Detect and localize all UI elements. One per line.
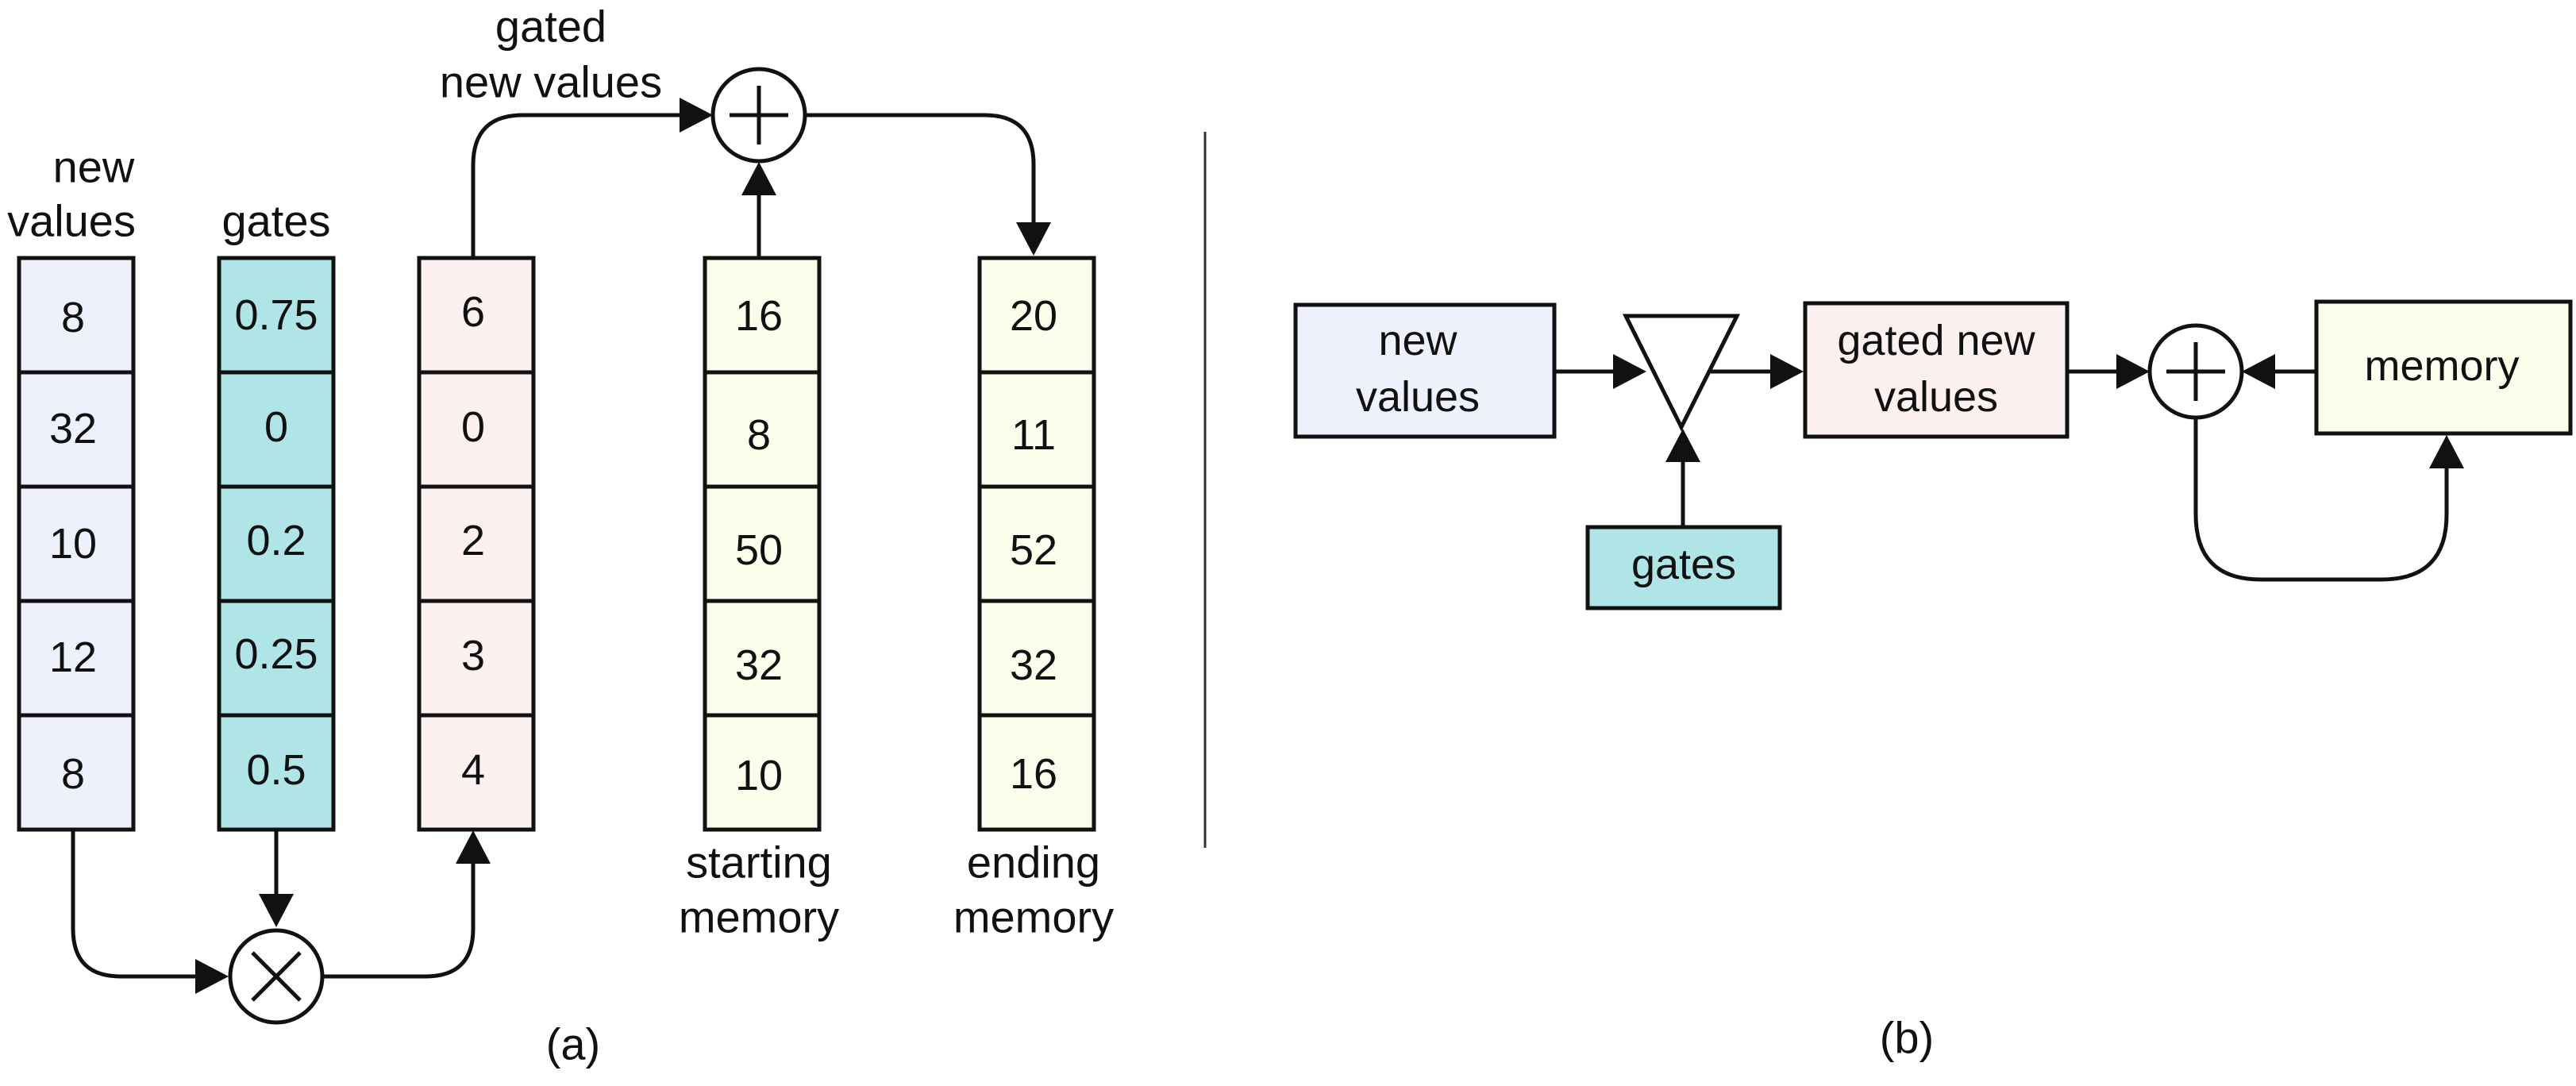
- arrowhead: [1613, 354, 1646, 389]
- starting-memory-cell: [703, 484, 822, 603]
- panel-b: new values gates gated new values: [1293, 299, 2573, 1063]
- ending-memory-cell: [977, 484, 1096, 603]
- new-values-value: 12: [49, 634, 97, 681]
- arrowhead: [195, 959, 229, 994]
- new-values-value: 32: [49, 405, 97, 452]
- caption-a: (a): [546, 1019, 600, 1069]
- ending-memory-value: 32: [1010, 641, 1057, 689]
- ending-memory-value: 16: [1010, 750, 1057, 798]
- new-values-value: 8: [61, 750, 85, 798]
- gated-value: 4: [461, 746, 485, 794]
- new-values-title-line1: new: [53, 142, 135, 192]
- new-values-box-line1: new: [1378, 317, 1457, 364]
- starting-memory-value: 10: [735, 752, 783, 799]
- caption-b: (b): [1880, 1013, 1934, 1063]
- ending-memory-column: 20 11 52 32 16: [977, 256, 1096, 832]
- gates-value: 0: [264, 403, 288, 451]
- gated-box-line1: gated new: [1837, 317, 2035, 364]
- gated-new-values-column: 6 0 2 3 4: [417, 256, 536, 832]
- starting-memory-value: 50: [735, 526, 783, 574]
- panel-a: new values gates gated new values 8 32 1…: [7, 2, 1114, 1069]
- ending-memory-cell: [977, 713, 1096, 832]
- arrowhead: [259, 894, 294, 927]
- arrowhead: [2116, 354, 2150, 389]
- ending-memory-cell: [977, 370, 1096, 489]
- gates-cell: [217, 256, 336, 375]
- starting-memory-value: 32: [735, 641, 783, 689]
- arrowhead: [741, 162, 776, 195]
- starting-memory-value: 8: [747, 411, 771, 459]
- connector-add-to-ending-memory: [805, 113, 1036, 224]
- add-icon: [2147, 323, 2244, 420]
- arrowhead: [680, 98, 713, 133]
- starting-memory-column: 16 8 50 32 10: [703, 256, 822, 832]
- new-values-cell: [17, 599, 136, 718]
- arrowhead: [1016, 222, 1051, 256]
- gates-value: 0.75: [234, 291, 318, 339]
- gates-value: 0.5: [246, 746, 306, 794]
- gates-value: 0.2: [246, 517, 306, 564]
- gated-value: 0: [461, 403, 485, 451]
- multiply-icon: [228, 928, 325, 1025]
- ending-memory-value: 20: [1010, 292, 1057, 340]
- gates-cell: [217, 484, 336, 603]
- new-values-cell: [17, 256, 136, 375]
- gates-cell: [217, 713, 336, 832]
- gate-triangle-icon: [1622, 314, 1741, 432]
- starting-memory-label-line2: memory: [679, 892, 839, 942]
- starting-memory-cell: [703, 599, 822, 718]
- new-values-column: 8 32 10 12 8: [17, 256, 136, 832]
- connector-new-values-to-multiply: [71, 830, 197, 979]
- gated-new-values-box: [1803, 301, 2070, 439]
- gates-title: gates: [222, 196, 331, 246]
- gates-column: 0.75 0 0.2 0.25 0.5: [217, 256, 336, 832]
- starting-memory-cell: [703, 370, 822, 489]
- gated-cell: [417, 370, 536, 489]
- starting-memory-label-line1: starting: [686, 838, 832, 888]
- gated-value: 6: [461, 288, 485, 336]
- gated-cell: [417, 713, 536, 832]
- memory-box: [2314, 299, 2573, 436]
- new-values-box: [1293, 302, 1557, 439]
- new-values-box-line2: values: [1356, 373, 1480, 421]
- ending-memory-label-line2: memory: [953, 892, 1114, 942]
- add-icon: [710, 67, 807, 164]
- arrowhead: [2429, 435, 2464, 468]
- ending-memory-label-line1: ending: [967, 838, 1100, 888]
- gated-value: 2: [461, 517, 485, 564]
- arrowhead: [1770, 354, 1804, 389]
- starting-memory-value: 16: [735, 292, 783, 340]
- arrowhead: [456, 830, 491, 864]
- starting-memory-cell: [703, 256, 822, 375]
- new-values-cell: [17, 713, 136, 832]
- gated-cell: [417, 599, 536, 718]
- arrowhead: [1665, 429, 1700, 462]
- ending-memory-cell: [977, 256, 1096, 375]
- arrowhead: [2242, 354, 2275, 389]
- gated-title-line1: gated: [495, 2, 606, 52]
- new-values-title-line2: values: [7, 196, 136, 246]
- gated-title-line2: new values: [440, 57, 662, 107]
- gated-box-line2: values: [1874, 373, 1998, 421]
- connector-b-add-to-memory: [2193, 418, 2449, 582]
- ending-memory-value: 11: [1011, 411, 1056, 459]
- new-values-value: 8: [61, 294, 85, 341]
- gated-cell: [417, 256, 536, 375]
- connector-gated-to-add: [471, 113, 681, 258]
- memory-box-label: memory: [2364, 342, 2519, 390]
- ending-memory-cell: [977, 599, 1096, 718]
- gates-value: 0.25: [234, 630, 318, 678]
- new-values-value: 10: [49, 520, 97, 568]
- connector-multiply-to-gated: [322, 859, 476, 979]
- gated-value: 3: [461, 632, 485, 680]
- gates-box-label: gates: [1631, 541, 1736, 588]
- ending-memory-value: 52: [1010, 526, 1057, 574]
- starting-memory-cell: [703, 713, 822, 832]
